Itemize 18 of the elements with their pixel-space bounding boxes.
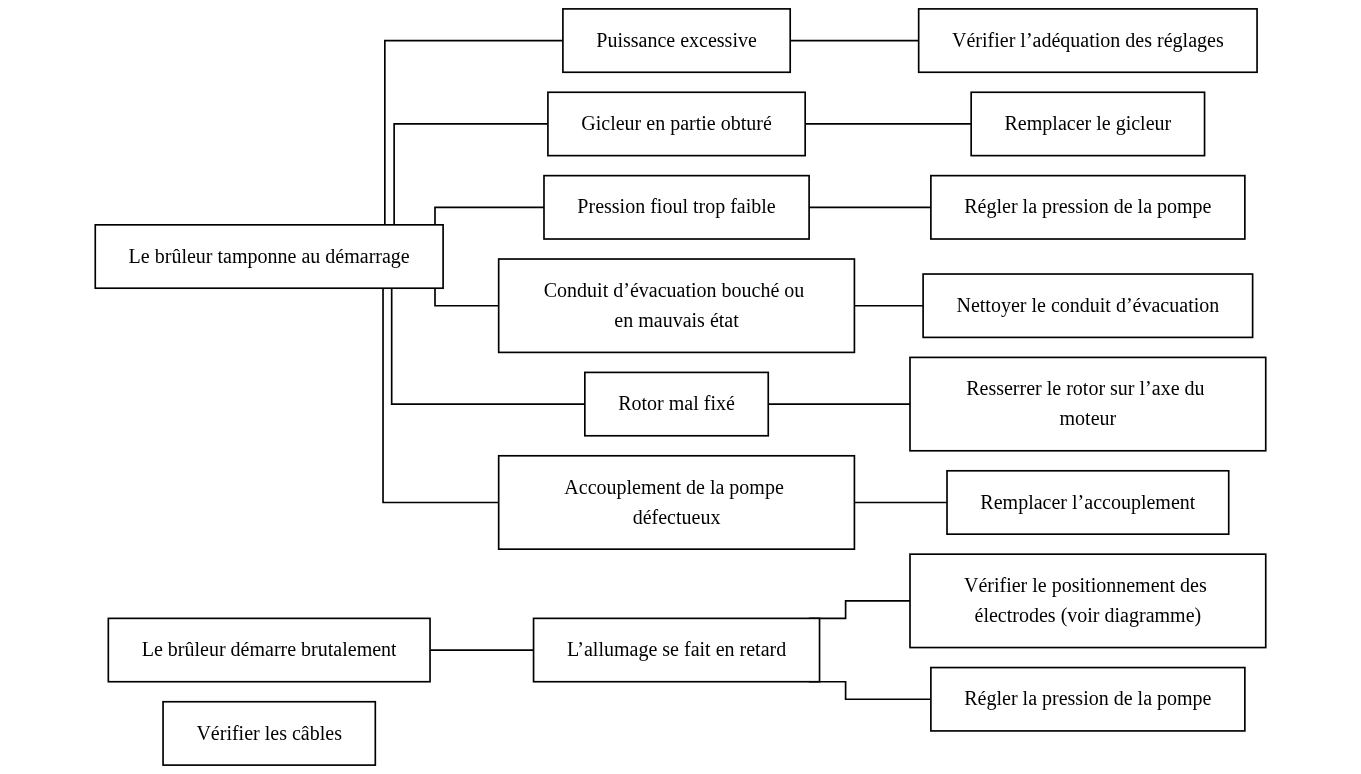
node-box: Resserrer le rotor sur l’axe du moteur	[909, 356, 1267, 452]
node-box: Le brûleur démarre brutalement	[107, 617, 431, 683]
node-box: Conduit d’évacuation bouché ou en mauvais état	[497, 258, 856, 354]
node-box: Pression fioul trop faible	[543, 174, 810, 240]
node-box: Vérifier le positionnement des électrodes (voir diagramme)	[909, 553, 1267, 649]
node-box: Vérifier l’adéquation des réglages	[917, 8, 1258, 74]
node-box: Régler la pression de la pompe	[930, 174, 1246, 240]
node-box: L’allumage se fait en retard	[532, 617, 821, 683]
node-box: Accouplement de la pompe défectueux	[497, 454, 856, 550]
node-box: Rotor mal fixé	[584, 371, 770, 437]
node-box: Régler la pression de la pompe	[930, 666, 1246, 732]
node-box: Le brûleur tamponne au démarrage	[94, 224, 444, 290]
node-box: Puissance excessive	[562, 8, 792, 74]
node-box: Gicleur en partie obturé	[547, 91, 806, 157]
node-box: Remplacer l’accouplement	[946, 469, 1230, 535]
node-box: Remplacer le gicleur	[970, 91, 1206, 157]
node-box: Vérifier les câbles	[162, 700, 377, 766]
node-box: Nettoyer le conduit d’évacuation	[922, 273, 1254, 339]
